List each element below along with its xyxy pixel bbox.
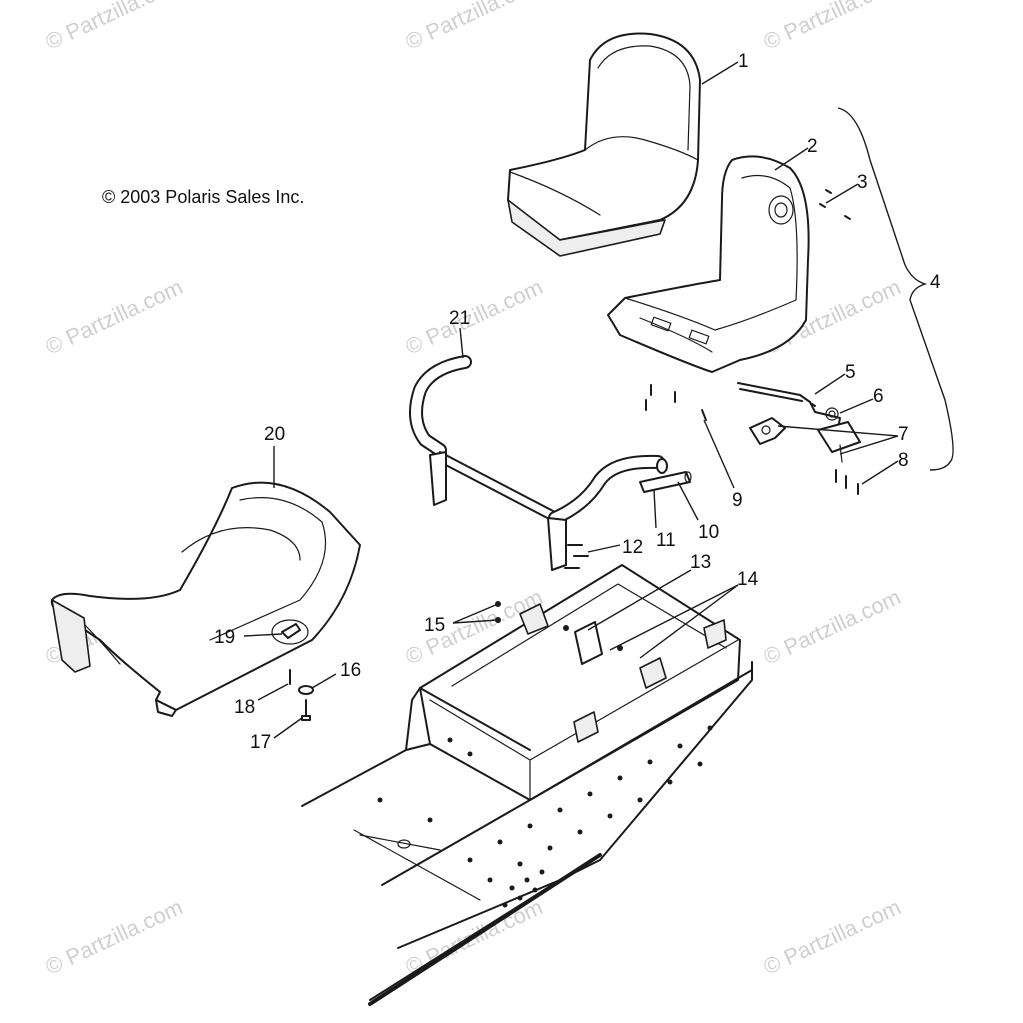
grab-bar-sleeves <box>639 458 692 493</box>
callout-19: 19 <box>214 627 235 648</box>
seat-hardware <box>289 669 314 721</box>
callout-20: 20 <box>264 424 285 445</box>
callout-17: 17 <box>250 732 271 753</box>
callout-18: 18 <box>234 697 255 718</box>
callout-14: 14 <box>737 569 759 590</box>
assembly-brace <box>837 107 954 471</box>
seat-cushion <box>507 32 701 257</box>
callout-11: 11 <box>656 530 676 551</box>
watermark: © Partzilla.com <box>760 584 905 669</box>
callout-7: 7 <box>898 424 909 445</box>
seat-shell <box>607 155 810 373</box>
callout-10: 10 <box>698 522 719 543</box>
leader-lines <box>243 61 899 739</box>
rear-seat-cover <box>50 481 361 717</box>
latch-rod <box>737 382 841 441</box>
callout-3: 3 <box>857 172 868 193</box>
callout-2: 2 <box>807 136 818 157</box>
callout-5: 5 <box>845 362 856 383</box>
watermark: © Partzilla.com <box>42 274 187 359</box>
callout-16: 16 <box>340 660 361 681</box>
watermark: © Partzilla.com <box>760 894 905 979</box>
callout-4: 4 <box>930 272 941 293</box>
tunnel-holes <box>377 725 713 908</box>
callout-21: 21 <box>449 308 470 329</box>
latch-spring <box>825 407 839 421</box>
seat-pan <box>419 564 741 801</box>
chassis-tunnel <box>301 661 753 1006</box>
callout-8: 8 <box>898 450 909 471</box>
callout-1: 1 <box>738 51 749 72</box>
grab-bar <box>409 355 665 571</box>
callout-12: 12 <box>622 537 643 558</box>
callout-15: 15 <box>424 615 445 636</box>
callout-6: 6 <box>873 386 884 407</box>
watermark: © Partzilla.com <box>760 0 905 55</box>
copyright-notice: © 2003 Polaris Sales Inc. <box>102 187 304 207</box>
callout-9: 9 <box>732 490 743 511</box>
watermark: © Partzilla.com <box>402 0 547 55</box>
latch-fasteners <box>645 384 859 495</box>
callout-labels: 1 2 3 4 5 6 7 8 9 10 11 12 13 14 15 16 1… <box>214 51 941 753</box>
grab-bar-bolts <box>564 544 589 569</box>
callout-13: 13 <box>690 552 711 573</box>
watermark: © Partzilla.com <box>42 0 187 55</box>
watermark: © Partzilla.com <box>402 274 547 359</box>
seat-screws <box>819 189 851 220</box>
latch-brackets <box>749 417 861 463</box>
watermark: © Partzilla.com <box>42 894 187 979</box>
